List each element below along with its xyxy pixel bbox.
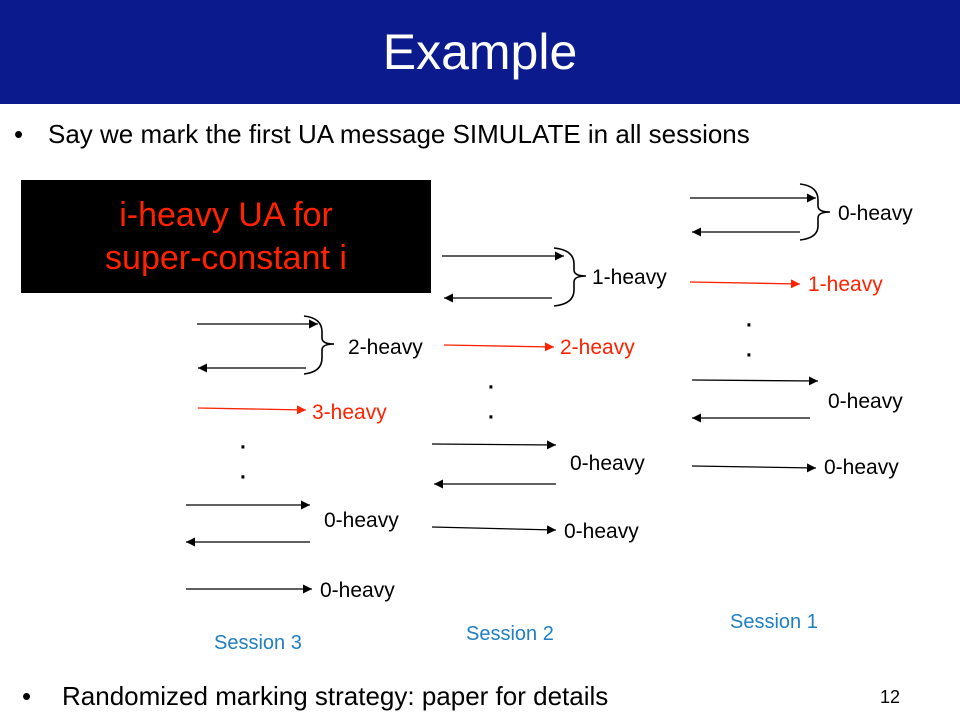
bullet-point: •	[14, 119, 24, 149]
s2-0heavy-mid: 0-heavy	[570, 452, 645, 475]
s3-0heavy-mid: 0-heavy	[324, 509, 399, 532]
s3-3heavy-red: 3-heavy	[312, 401, 387, 424]
slide-title: Example	[382, 24, 578, 80]
s2-2heavy-red: 2-heavy	[560, 336, 635, 359]
box-line-2: super-constant i	[105, 239, 347, 277]
bullet-point: •	[22, 681, 32, 711]
arrow-red	[443, 342, 555, 352]
s1-1heavy-red: 1-heavy	[808, 273, 883, 296]
arrow-red	[197, 405, 307, 415]
page-number: 12	[880, 687, 901, 707]
arrow-right	[691, 463, 817, 473]
heavy-ua-box: i-heavy UA for super-constant i	[21, 180, 431, 293]
bullet-text: Randomized marking strategy: paper for d…	[62, 681, 609, 711]
s1-0heavy-bottom: 0-heavy	[824, 456, 899, 479]
s1-dot-1: ·	[746, 314, 753, 337]
s3-dot-1: ·	[240, 436, 247, 459]
brace	[799, 183, 831, 241]
s2-1heavy: 1-heavy	[592, 266, 667, 289]
s1-0heavy-top: 0-heavy	[838, 202, 913, 225]
session-3-label: Session 3	[214, 632, 302, 654]
arrow-right	[431, 525, 557, 535]
s2-dot-1: ·	[488, 376, 495, 399]
session-1: 0-heavy 1-heavy · · 0-heavy 0-heavy Sess…	[689, 183, 913, 633]
s1-0heavy-mid: 0-heavy	[828, 390, 903, 413]
arrow-right	[431, 440, 557, 450]
arrow-red	[689, 279, 801, 289]
s1-dot-2: ·	[746, 344, 753, 367]
session-1-label: Session 1	[730, 611, 818, 633]
s3-dot-2: ·	[240, 466, 247, 489]
title-bar: Example	[0, 0, 960, 104]
arrow-right	[691, 376, 819, 386]
session-2: 1-heavy 2-heavy · · 0-heavy 0-heavy Sess…	[431, 247, 667, 645]
session-2-label: Session 2	[466, 623, 554, 645]
s3-0heavy-bottom: 0-heavy	[320, 579, 395, 602]
brace	[553, 247, 587, 307]
box-line-1: i-heavy UA for	[119, 196, 333, 234]
brace	[303, 315, 335, 375]
session-3: 2-heavy 3-heavy · · 0-heavy 0-heavy Sess…	[186, 315, 423, 654]
s3-2heavy: 2-heavy	[348, 336, 423, 359]
s2-dot-2: ·	[488, 406, 495, 429]
s2-0heavy-bottom: 0-heavy	[564, 520, 639, 543]
bullet-text: Say we mark the first UA message SIMULAT…	[48, 119, 750, 149]
